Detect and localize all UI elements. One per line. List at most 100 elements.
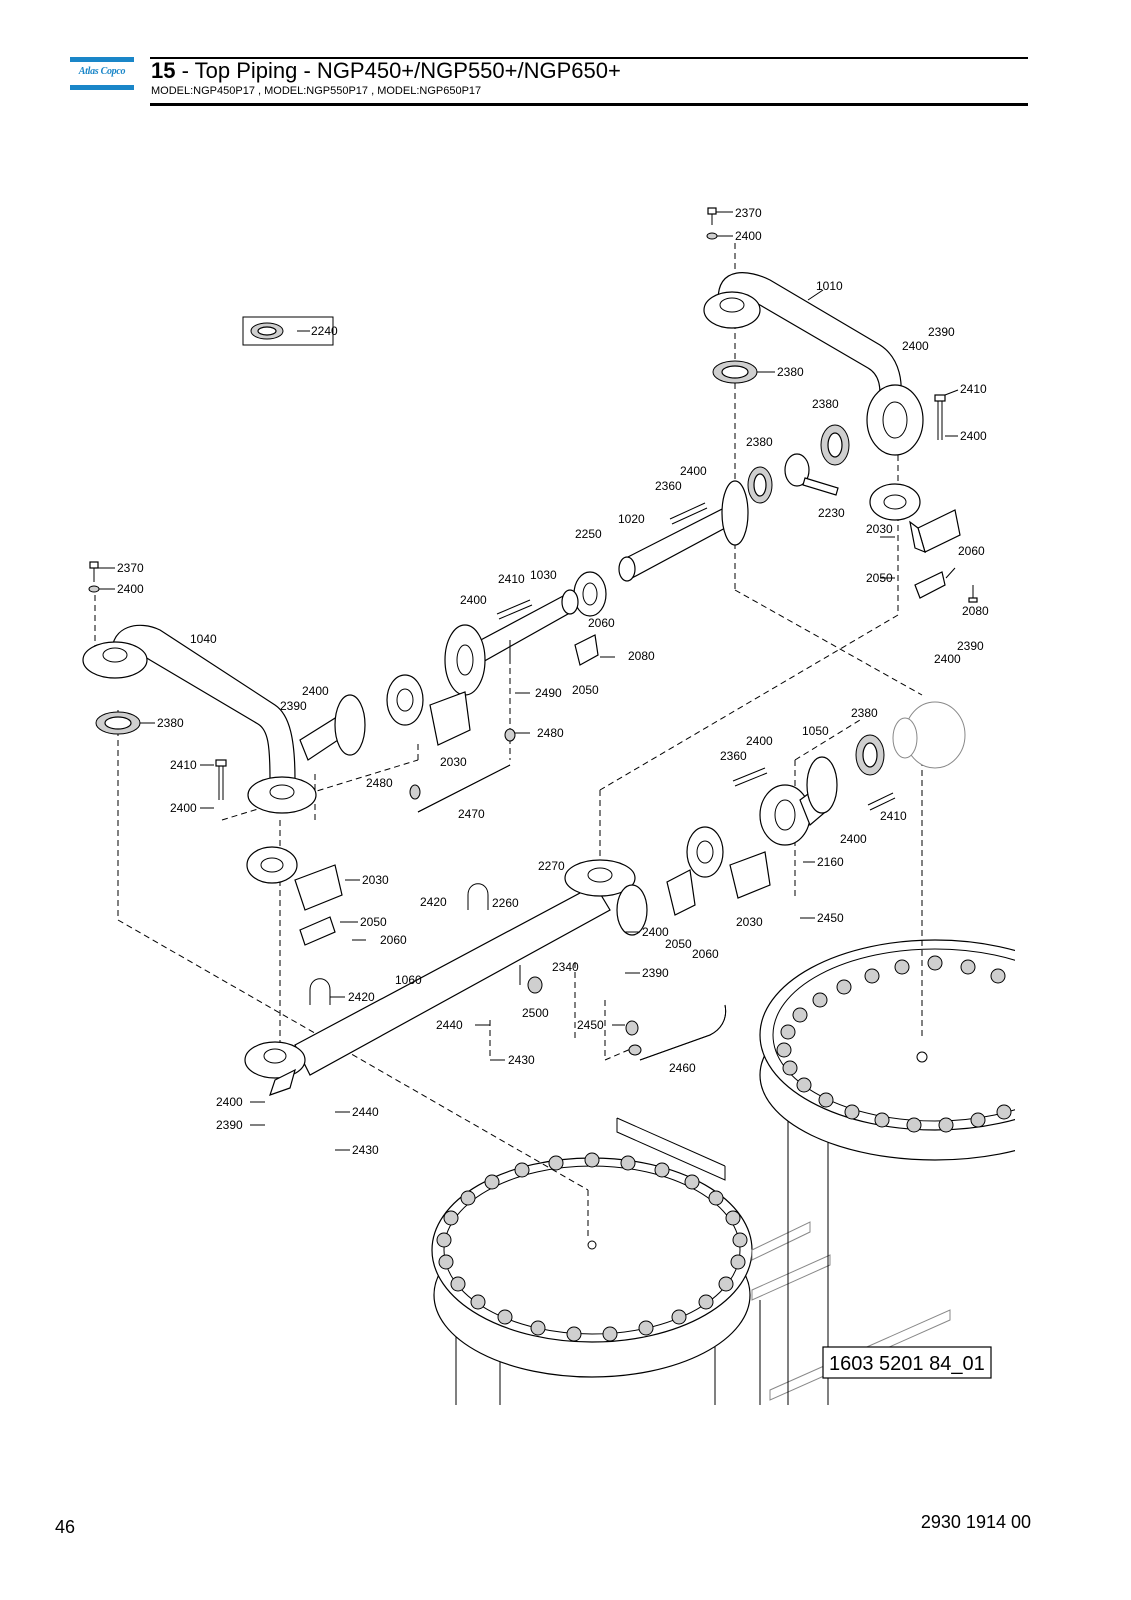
- model-list: MODEL:NGP450P17 , MODEL:NGP550P17 , MODE…: [151, 85, 482, 97]
- callout-2030: 2030: [362, 873, 389, 887]
- callout-2430: 2430: [508, 1053, 535, 1067]
- gasket-2380a: [712, 360, 758, 384]
- pipe-1020: [618, 480, 749, 582]
- callout-2400: 2400: [170, 801, 197, 815]
- logo-band-bottom: [70, 85, 134, 90]
- gasket-2380c: [747, 466, 773, 504]
- callout-2060: 2060: [958, 544, 985, 558]
- callout-2400: 2400: [460, 593, 487, 607]
- callout-2400: 2400: [117, 582, 144, 596]
- callout-2420: 2420: [348, 990, 375, 1004]
- bolt-2410b: [496, 599, 533, 620]
- callout-2410: 2410: [170, 758, 197, 772]
- callout-2160: 2160: [817, 855, 844, 869]
- callout-2080: 2080: [628, 649, 655, 663]
- document-number: 2930 1914 00: [920, 1512, 1031, 1532]
- u-bolt-2420b: [309, 978, 331, 1005]
- callout-2360: 2360: [655, 479, 682, 493]
- callout-2430: 2430: [352, 1143, 379, 1157]
- bolt-2370b: [88, 561, 100, 593]
- callout-2030: 2030: [440, 755, 467, 769]
- pipe-1050: [759, 756, 838, 846]
- switch-2050d: [666, 869, 696, 916]
- bolt-2360a: [669, 502, 708, 525]
- callout-1030: 1030: [530, 568, 557, 582]
- leader-lines: [98, 211, 959, 1151]
- callout-2270: 2270: [538, 859, 565, 873]
- section-title: - Top Piping - NGP450+/NGP550+/NGP650+: [175, 58, 621, 83]
- callout-2380: 2380: [157, 716, 184, 730]
- page-title: 15 - Top Piping - NGP450+/NGP550+/NGP650…: [151, 58, 621, 84]
- bolt-2080a: [968, 585, 978, 603]
- plug-2500: [527, 976, 543, 994]
- callout-2400: 2400: [746, 734, 773, 748]
- callout-2400: 2400: [934, 652, 961, 666]
- switch-2050b: [574, 634, 599, 666]
- callout-2390: 2390: [642, 966, 669, 980]
- callout-1020: 1020: [618, 512, 645, 526]
- callout-2450: 2450: [577, 1018, 604, 1032]
- callout-2490: 2490: [535, 686, 562, 700]
- gasket-2380b: [820, 424, 850, 466]
- valve-2030b: [386, 674, 471, 746]
- logo-band-top: [70, 57, 134, 62]
- callout-2360: 2360: [720, 749, 747, 763]
- page-number: 46: [55, 1517, 76, 1537]
- plate-2230: [784, 453, 839, 496]
- callout-2340: 2340: [552, 960, 579, 974]
- gasket-2380d: [95, 711, 141, 735]
- callout-2060: 2060: [588, 616, 615, 630]
- callout-labels: 2370 2400 1010 2390 2400 2380 2410 2400 …: [117, 206, 989, 1157]
- vessel-left-bolt-ring: [436, 1152, 748, 1342]
- callout-2370: 2370: [735, 206, 762, 220]
- callout-2230: 2230: [818, 506, 845, 520]
- faint-flange: [892, 701, 966, 769]
- callout-2390: 2390: [216, 1118, 243, 1132]
- callout-2400: 2400: [902, 339, 929, 353]
- callout-2460: 2460: [669, 1061, 696, 1075]
- callout-2260: 2260: [492, 896, 519, 910]
- valve-2030a: [869, 483, 961, 554]
- valve-2030d: [686, 826, 771, 899]
- callout-2370: 2370: [117, 561, 144, 575]
- vessel-right-bolt-ring: [776, 955, 1012, 1133]
- header-rule-top: [150, 57, 1028, 59]
- u-bolt-2420a: [467, 883, 489, 910]
- bolt-2410c: [215, 759, 227, 800]
- callout-2060: 2060: [692, 947, 719, 961]
- callout-2480: 2480: [537, 726, 564, 740]
- callout-2400: 2400: [216, 1095, 243, 1109]
- atlas-copco-logo: Atlas Copco: [70, 57, 134, 95]
- callout-2080: 2080: [962, 604, 989, 618]
- callout-2060: 2060: [380, 933, 407, 947]
- bolt-2360b: [732, 767, 768, 787]
- callout-1050: 1050: [802, 724, 829, 738]
- callout-2400: 2400: [960, 429, 987, 443]
- callout-2390: 2390: [280, 699, 307, 713]
- valve-2030c: [246, 846, 343, 911]
- pipe-1040: [82, 624, 366, 814]
- hose-2460: [625, 1004, 727, 1061]
- callout-2030: 2030: [736, 915, 763, 929]
- callout-2400: 2400: [840, 832, 867, 846]
- callout-2380: 2380: [812, 397, 839, 411]
- callout-2420: 2420: [420, 895, 447, 909]
- callout-2470: 2470: [458, 807, 485, 821]
- hose-2470: [409, 728, 516, 813]
- callout-2450: 2450: [817, 911, 844, 925]
- callout-2500: 2500: [522, 1006, 549, 1020]
- callout-2400: 2400: [642, 925, 669, 939]
- callout-2240: 2240: [311, 324, 338, 338]
- callout-2250: 2250: [575, 527, 602, 541]
- callout-2050: 2050: [360, 915, 387, 929]
- callout-1040: 1040: [190, 632, 217, 646]
- callout-2390: 2390: [928, 325, 955, 339]
- callout-2380: 2380: [777, 365, 804, 379]
- drawing-reference: 1603 5201 84_01: [822, 1346, 992, 1379]
- callout-1010: 1010: [816, 279, 843, 293]
- header-rule-bottom: [150, 103, 1028, 106]
- section-number: 15: [151, 58, 176, 83]
- callout-2410: 2410: [498, 572, 525, 586]
- logo-wordmark: Atlas Copco: [78, 66, 126, 77]
- callout-2050: 2050: [665, 937, 692, 951]
